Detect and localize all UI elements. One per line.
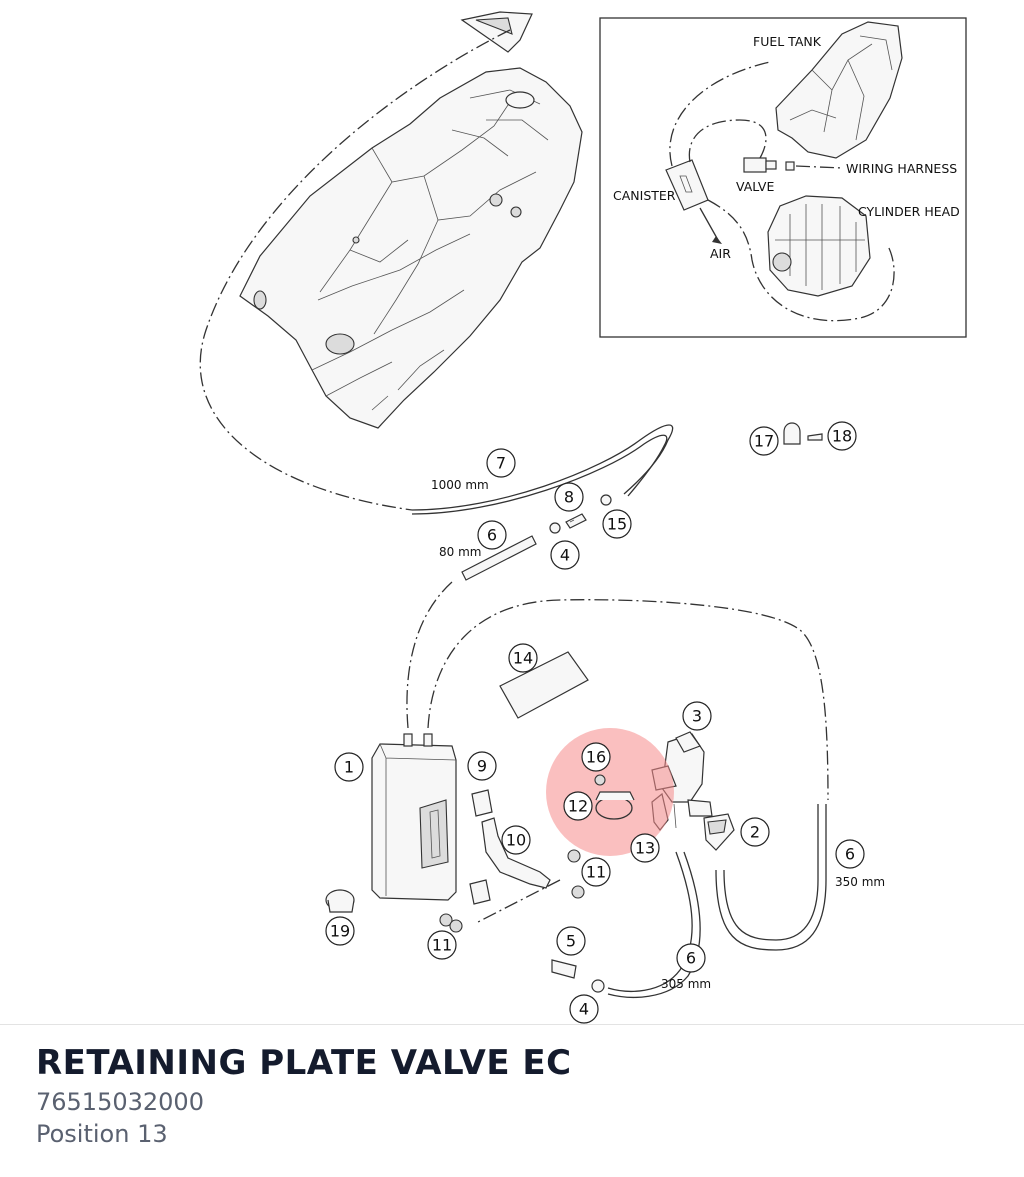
hose-6-right-b xyxy=(723,804,819,941)
svg-text:11: 11 xyxy=(586,863,606,882)
callout-9[interactable]: 9 xyxy=(467,751,497,781)
length-label-hose-6-right: 350 mm xyxy=(835,875,885,889)
callout-11-right[interactable]: 11 xyxy=(581,857,611,887)
callout-5[interactable]: 5 xyxy=(556,926,586,956)
part-5-nipple xyxy=(551,959,577,979)
part-position: Position 13 xyxy=(36,1120,168,1148)
svg-text:8: 8 xyxy=(564,488,574,507)
hose-7-outer xyxy=(411,424,674,511)
svg-text:10: 10 xyxy=(506,831,526,850)
svg-text:4: 4 xyxy=(579,1000,589,1019)
part-12-clamp xyxy=(595,791,635,820)
callout-14[interactable]: 14 xyxy=(508,643,538,673)
routing-line-canister-right xyxy=(427,599,829,801)
inset-schematic: FUEL TANK WIRING HARNESS VALVE CANISTER … xyxy=(599,17,967,338)
part-15-clamp xyxy=(600,494,612,506)
inset-label-fuel-tank: FUEL TANK xyxy=(753,34,822,49)
inset-cylinder-head xyxy=(767,195,871,297)
part-10-bracket xyxy=(481,817,551,889)
svg-text:5: 5 xyxy=(566,932,576,951)
inset-label-air: AIR xyxy=(710,246,731,261)
svg-text:11: 11 xyxy=(432,936,452,955)
part-8-connector xyxy=(565,513,587,529)
part-4-clamp-upper xyxy=(549,522,561,534)
routing-line-canister-left xyxy=(406,581,453,729)
svg-text:9: 9 xyxy=(477,757,487,776)
callout-17[interactable]: 17 xyxy=(749,426,779,456)
svg-text:1: 1 xyxy=(344,758,354,777)
hose-6-right-a xyxy=(715,804,827,951)
svg-text:18: 18 xyxy=(832,427,852,446)
part-17-clamp xyxy=(783,422,801,445)
svg-text:6: 6 xyxy=(845,845,855,864)
svg-text:4: 4 xyxy=(560,546,570,565)
callout-6-right[interactable]: 6 xyxy=(835,839,865,869)
callout-1[interactable]: 1 xyxy=(334,752,364,782)
callout-19[interactable]: 19 xyxy=(325,916,355,946)
callout-2[interactable]: 2 xyxy=(740,817,770,847)
fuel-tank-frame xyxy=(239,11,583,429)
exploded-parts-diagram: FUEL TANK WIRING HARNESS VALVE CANISTER … xyxy=(199,11,967,1024)
callout-15[interactable]: 15 xyxy=(602,509,632,539)
inset-label-cylinder-head: CYLINDER HEAD xyxy=(858,204,960,219)
callout-13[interactable]: 13 xyxy=(630,833,660,863)
callout-12[interactable]: 12 xyxy=(563,791,593,821)
callout-8[interactable]: 8 xyxy=(554,482,584,512)
callout-10[interactable]: 10 xyxy=(501,825,531,855)
part-11-screws xyxy=(439,849,585,933)
svg-text:15: 15 xyxy=(607,515,627,534)
part-16-screw xyxy=(594,774,606,786)
svg-text:6: 6 xyxy=(487,526,497,545)
inset-label-valve: VALVE xyxy=(736,179,774,194)
routing-line-tank xyxy=(199,29,511,511)
callout-7[interactable]: 7 xyxy=(486,448,516,478)
callout-4-lower[interactable]: 4 xyxy=(569,994,599,1024)
callout-16[interactable]: 16 xyxy=(581,742,611,772)
svg-text:6: 6 xyxy=(686,949,696,968)
inset-valve xyxy=(743,157,795,173)
svg-text:7: 7 xyxy=(496,454,506,473)
length-label-hose-7: 1000 mm xyxy=(431,478,489,492)
routing-line-bracket xyxy=(477,879,561,923)
inset-label-canister: CANISTER xyxy=(613,188,676,203)
length-label-hose-6-short: 80 mm xyxy=(439,545,481,559)
inset-label-wiring-harness: WIRING HARNESS xyxy=(846,161,957,176)
part-14-label xyxy=(499,651,589,719)
callout-6-short[interactable]: 6 xyxy=(477,520,507,550)
inset-fuel-tank xyxy=(775,21,903,159)
part-4-clamp-lower xyxy=(591,979,605,993)
part-name: RETAINING PLATE VALVE EC xyxy=(36,1043,572,1083)
svg-text:2: 2 xyxy=(750,823,760,842)
part-info-panel: RETAINING PLATE VALVE EC 76515032000 Pos… xyxy=(0,1024,1024,1177)
part-1-canister xyxy=(371,733,457,901)
part-2-connector xyxy=(703,813,735,851)
part-9-plate xyxy=(469,789,493,905)
callout-3[interactable]: 3 xyxy=(682,701,712,731)
callout-11-left[interactable]: 11 xyxy=(427,930,457,960)
svg-text:19: 19 xyxy=(330,922,350,941)
hose-6-short xyxy=(461,535,537,581)
svg-text:3: 3 xyxy=(692,707,702,726)
svg-text:12: 12 xyxy=(568,797,588,816)
part-number: 76515032000 xyxy=(36,1088,204,1116)
callout-6-bottom[interactable]: 6 xyxy=(676,943,706,973)
part-19-cap xyxy=(325,889,355,913)
svg-text:16: 16 xyxy=(586,748,606,767)
hose-7-inner xyxy=(411,434,668,515)
svg-text:14: 14 xyxy=(513,649,533,668)
callout-18[interactable]: 18 xyxy=(827,421,857,451)
length-label-hose-6-bottom: 305 mm xyxy=(661,977,711,991)
part-18-screw xyxy=(807,433,823,441)
svg-text:13: 13 xyxy=(635,839,655,858)
hose-6-bottom-a xyxy=(607,851,693,992)
callout-4-upper[interactable]: 4 xyxy=(550,540,580,570)
hose-6-bottom-b xyxy=(607,851,701,998)
svg-text:17: 17 xyxy=(754,432,774,451)
